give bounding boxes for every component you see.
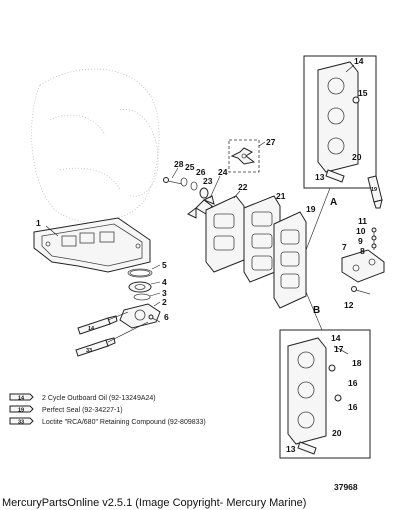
callout-21: 21 [276,191,286,201]
legend-code: 19 [18,408,24,414]
loctite-tube-icon: 33 [75,321,149,357]
tube-label-19: 19 [371,187,377,193]
callout-25: 25 [185,162,195,172]
callout-1: 1 [36,218,41,228]
bushing-23 [199,187,209,199]
callout-5: 5 [162,260,167,270]
o-ring [127,268,153,278]
legend-item-loctite: 33 Loctite "RCA/680" Retaining Compound … [9,417,206,426]
seal [128,281,152,293]
callout-10: 10 [356,226,366,236]
footer-copyright: MercuryPartsOnline v2.5.1 (Image Copyrig… [2,497,307,509]
callout-23: 23 [203,176,213,186]
callout-26: 26 [196,167,206,177]
reed-plate-22 [205,195,245,273]
detail-box-a [303,55,377,189]
figure-number: 37968 [334,482,358,492]
callout-4: 4 [162,277,167,287]
callout-2: 2 [162,297,167,307]
callout-16-b: 16 [348,402,358,412]
callout-19: 19 [306,204,316,214]
tube-label-33: 33 [86,348,92,354]
legend: 14 2 Cycle Outboard Oil (92-13249A24) 19… [9,393,206,426]
callout-9: 9 [358,236,363,246]
legend-item-oil: 14 2 Cycle Outboard Oil (92-13249A24) [9,393,156,402]
retainer-bushing [119,303,161,329]
spacer-26 [190,181,198,191]
callout-14-top: 14 [354,56,364,66]
engine-block-ghost [31,68,160,223]
callout-7: 7 [342,242,347,252]
section-label-b: B [313,305,320,316]
reed-petal-27 [228,139,260,173]
section-label-a: A [330,197,337,208]
callout-11: 11 [358,216,367,226]
callout-27: 27 [266,137,276,147]
adapter-plate [33,217,151,273]
tube-label-14: 14 [88,326,95,332]
callout-13-top: 13 [315,172,325,182]
callout-17: 17 [334,344,344,354]
callout-3: 3 [162,288,167,298]
callout-24: 24 [218,167,228,177]
callout-18: 18 [352,358,362,368]
gasket-21 [243,195,281,283]
detail-box-b [279,329,371,459]
callout-20-top: 20 [352,152,362,162]
callout-13-bot: 13 [286,444,296,454]
callout-20-bot: 20 [332,428,342,438]
callout-16-a: 16 [348,378,358,388]
callout-14-bot: 14 [331,333,341,343]
bracket-assembly [341,227,385,295]
legend-text: Perfect Seal (92-34227-1) [42,407,123,414]
legend-item-perfect-seal: 19 Perfect Seal (92-34227-1) [9,405,123,414]
bolt-28 [163,177,183,185]
perfect-seal-tube-icon: 19 [367,175,383,209]
legend-text: 2 Cycle Outboard Oil (92-13249A24) [42,395,156,402]
gasket-19 [273,211,307,309]
callout-6: 6 [164,312,169,322]
callout-28: 28 [174,159,184,169]
legend-code: 14 [18,396,25,402]
screw-6 [148,314,161,323]
legend-text: Loctite "RCA/680" Retaining Compound (92… [42,419,206,426]
washer [133,293,151,301]
washer-25 [180,177,188,187]
callout-12: 12 [344,300,354,310]
callout-22: 22 [238,182,248,192]
legend-code: 33 [18,420,24,426]
callout-8: 8 [360,246,365,256]
callout-15: 15 [358,88,368,98]
oil-tube-icon: 14 [77,311,129,335]
